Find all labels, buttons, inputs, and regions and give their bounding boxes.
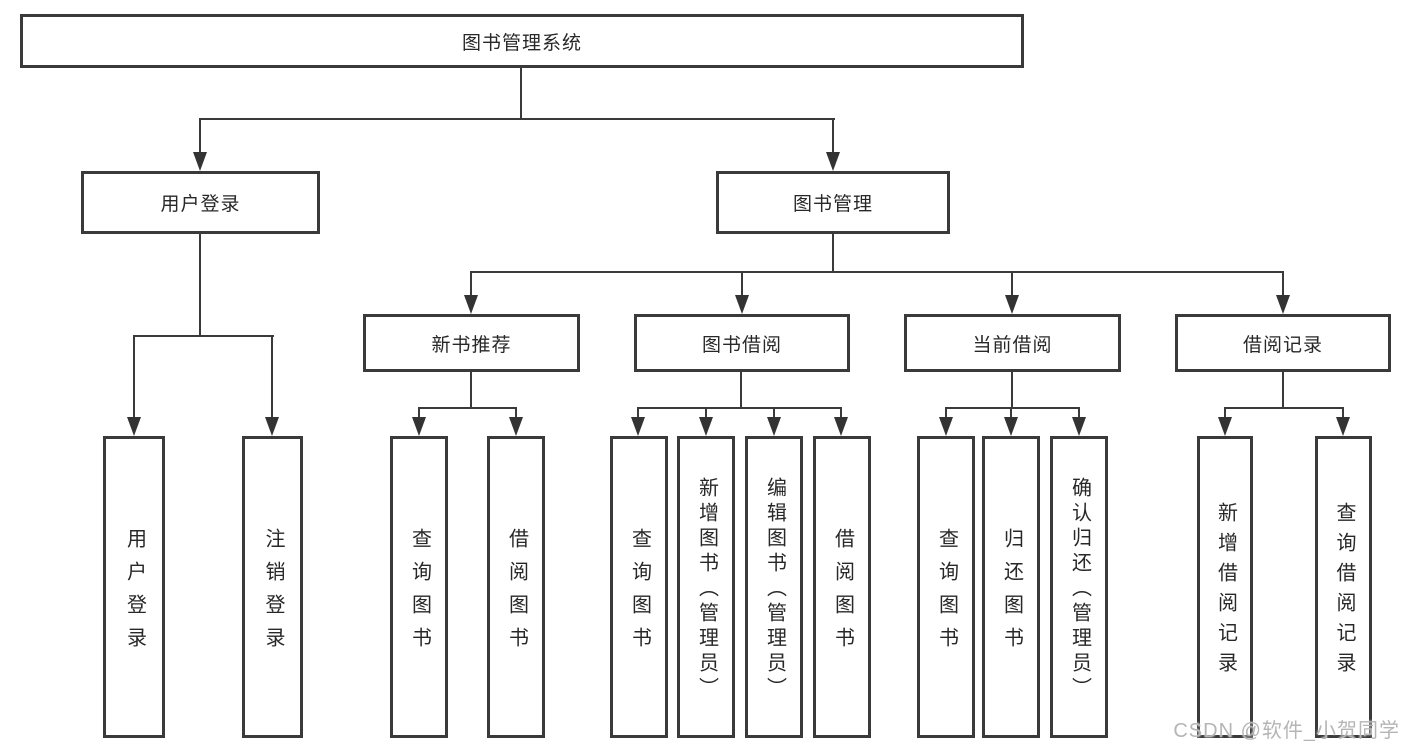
leaf-query-book-current-label: 查询图书	[935, 527, 958, 660]
edge-to-leaf-query-record	[1342, 407, 1344, 420]
node-new-book-rec-label: 新书推荐	[431, 334, 512, 356]
csdn-watermark: CSDN @软件_小贺同学	[1173, 720, 1400, 742]
edge-to-book-mgmt	[832, 118, 834, 156]
leaf-add-book-admin-label: 新增图书（管理员）	[695, 477, 718, 702]
node-root: 图书管理系统	[20, 14, 1024, 68]
edge-to-current-borrow	[1011, 271, 1013, 299]
leaf-borrow-book-borrow-label: 借阅图书	[831, 527, 854, 660]
leaf-query-book-current: 查询图书	[917, 436, 975, 738]
edge-to-leaf-user-login	[133, 335, 135, 419]
node-user-login: 用户登录	[81, 171, 320, 234]
edge-to-leaf-return-book	[1010, 407, 1012, 420]
node-book-mgmt-label: 图书管理	[792, 194, 873, 215]
node-book-borrow: 图书借阅	[634, 314, 850, 372]
edge-to-leaf-confirm-return	[1078, 407, 1080, 420]
edge-to-borrow-record	[1282, 271, 1284, 299]
edge-to-user-login	[199, 118, 201, 156]
node-book-mgmt: 图书管理	[716, 171, 950, 234]
leaf-return-book-label: 归还图书	[1000, 527, 1023, 660]
edge-to-leaf-add-book	[705, 407, 707, 420]
edge-to-leaf-query-book-current	[945, 407, 947, 420]
leaf-confirm-return-admin: 确认归还（管理员）	[1050, 436, 1108, 738]
edge-book-mgmt-bus	[470, 271, 1284, 273]
arrowhead-leaf-edit-book-icon	[767, 417, 781, 436]
node-current-borrow-label: 当前借阅	[972, 334, 1053, 356]
edge-book-borrow-bus	[637, 407, 842, 409]
arrowhead-leaf-query-book-rec-icon	[412, 417, 426, 436]
leaf-query-book-borrow-label: 查询图书	[628, 527, 651, 660]
arrowhead-leaf-query-record-icon	[1336, 417, 1350, 436]
edge-current-borrow-stem	[1011, 372, 1013, 409]
edge-to-leaf-add-record	[1224, 407, 1226, 420]
node-root-label: 图书管理系统	[461, 32, 582, 54]
leaf-add-borrow-record-label: 新增借阅记录	[1214, 502, 1237, 682]
arrowhead-leaf-query-book-borrow-icon	[631, 417, 645, 436]
arrowhead-leaf-add-record-icon	[1218, 417, 1232, 436]
node-borrow-record: 借阅记录	[1175, 314, 1391, 372]
arrowhead-leaf-add-book-icon	[699, 417, 713, 436]
leaf-return-book: 归还图书	[982, 436, 1040, 738]
arrowhead-leaf-logout-icon	[265, 417, 279, 436]
edge-root-stem	[520, 68, 522, 119]
leaf-add-book-admin: 新增图书（管理员）	[677, 436, 735, 738]
arrowhead-new-book-rec-icon	[464, 295, 478, 314]
leaf-logout: 注销登录	[242, 436, 303, 738]
node-book-borrow-label: 图书借阅	[701, 334, 782, 356]
edge-book-mgmt-stem	[832, 234, 834, 273]
edge-to-new-book-rec	[470, 271, 472, 299]
leaf-confirm-return-admin-label: 确认归还（管理员）	[1068, 477, 1091, 702]
leaf-edit-book-admin: 编辑图书（管理员）	[745, 436, 803, 738]
leaf-borrow-book-rec: 借阅图书	[487, 436, 545, 738]
arrowhead-leaf-return-book-icon	[1004, 417, 1018, 436]
leaf-query-book-rec: 查询图书	[390, 436, 448, 738]
leaf-borrow-book-rec-label: 借阅图书	[505, 527, 528, 660]
leaf-query-book-rec-label: 查询图书	[408, 527, 431, 660]
edge-to-leaf-logout	[271, 335, 273, 419]
leaf-user-login-label: 用户登录	[123, 527, 146, 660]
edge-to-leaf-query-book-borrow	[637, 407, 639, 420]
leaf-user-login: 用户登录	[103, 436, 165, 738]
leaf-edit-book-admin-label: 编辑图书（管理员）	[763, 477, 786, 702]
edge-current-borrow-bus	[945, 407, 1080, 409]
arrowhead-user-login-icon	[193, 152, 207, 171]
edge-to-leaf-borrow-book-rec	[515, 407, 517, 420]
edge-to-leaf-query-book-rec	[418, 407, 420, 420]
edge-to-leaf-borrow-book-borrow	[840, 407, 842, 420]
edge-new-book-rec-bus	[418, 407, 517, 409]
edge-user-login-stem	[199, 234, 201, 337]
leaf-add-borrow-record: 新增借阅记录	[1197, 436, 1253, 738]
leaf-query-borrow-record-label: 查询借阅记录	[1333, 502, 1355, 682]
arrowhead-book-borrow-icon	[735, 295, 749, 314]
edge-to-book-borrow	[741, 271, 743, 299]
arrowhead-leaf-borrow-book-rec-icon	[509, 417, 523, 436]
edge-book-borrow-stem	[740, 372, 742, 409]
arrowhead-borrow-record-icon	[1276, 295, 1290, 314]
edge-borrow-record-bus	[1224, 407, 1344, 409]
arrowhead-book-mgmt-icon	[826, 152, 840, 171]
leaf-query-book-borrow: 查询图书	[610, 436, 668, 738]
arrowhead-leaf-user-login-icon	[127, 417, 141, 436]
edge-user-login-bus	[133, 335, 274, 337]
node-current-borrow: 当前借阅	[904, 314, 1121, 372]
node-user-login-label: 用户登录	[160, 194, 241, 215]
edge-borrow-record-stem	[1282, 372, 1284, 409]
node-borrow-record-label: 借阅记录	[1242, 334, 1323, 356]
arrowhead-leaf-borrow-book-borrow-icon	[834, 417, 848, 436]
arrowhead-current-borrow-icon	[1005, 295, 1019, 314]
node-new-book-rec: 新书推荐	[363, 314, 580, 372]
edge-new-book-rec-stem	[470, 372, 472, 409]
edge-root-bus	[199, 118, 835, 120]
leaf-borrow-book-borrow: 借阅图书	[813, 436, 871, 738]
leaf-query-borrow-record: 查询借阅记录	[1315, 436, 1372, 738]
leaf-logout-label: 注销登录	[262, 527, 284, 660]
arrowhead-leaf-confirm-return-icon	[1072, 417, 1086, 436]
arrowhead-leaf-query-book-current-icon	[939, 417, 953, 436]
edge-to-leaf-edit-book	[773, 407, 775, 420]
